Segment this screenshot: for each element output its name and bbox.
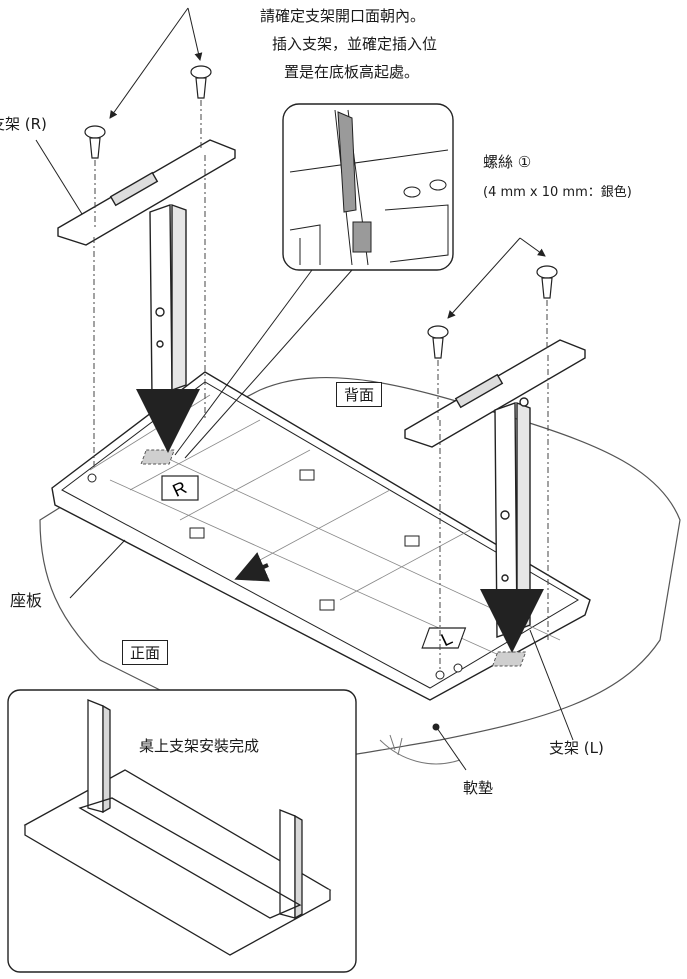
detail-callout — [282, 103, 454, 271]
completed-stand-drawing — [23, 699, 332, 956]
instruction-line-3: 置是在底板高起處。 — [284, 63, 420, 81]
slot-l — [491, 651, 527, 667]
mark-r-box — [161, 475, 199, 501]
label-cushion: 軟墊 — [463, 779, 494, 797]
bracket-l — [404, 339, 586, 638]
front-arrow — [234, 552, 271, 582]
cushion-dot — [432, 723, 440, 731]
base-plate — [51, 371, 591, 701]
instruction-line-2: 插入支架，並確定插入位 — [272, 35, 438, 53]
label-base-plate: 座板 — [10, 591, 43, 610]
label-bracket-r: 支架 (R) — [0, 115, 47, 133]
callout-lines — [174, 269, 353, 459]
screw-icon — [84, 65, 558, 359]
label-front: 正面 — [122, 640, 169, 665]
label-back: 背面 — [336, 382, 383, 407]
label-screw: 螺絲 ① — [483, 153, 532, 171]
detail-drawing — [289, 109, 449, 266]
slot-r — [140, 449, 175, 465]
label-complete: 桌上支架安裝完成 — [139, 737, 260, 755]
leader-lines — [35, 7, 574, 771]
instruction-line-1: 請確定支架開口面朝內。 — [260, 7, 426, 25]
label-bracket-l: 支架 (L) — [549, 739, 604, 757]
bracket-r — [57, 139, 236, 398]
label-screw-spec: (4 mm x 10 mm：銀色) — [483, 185, 632, 200]
base-plate-pegs — [87, 469, 463, 680]
